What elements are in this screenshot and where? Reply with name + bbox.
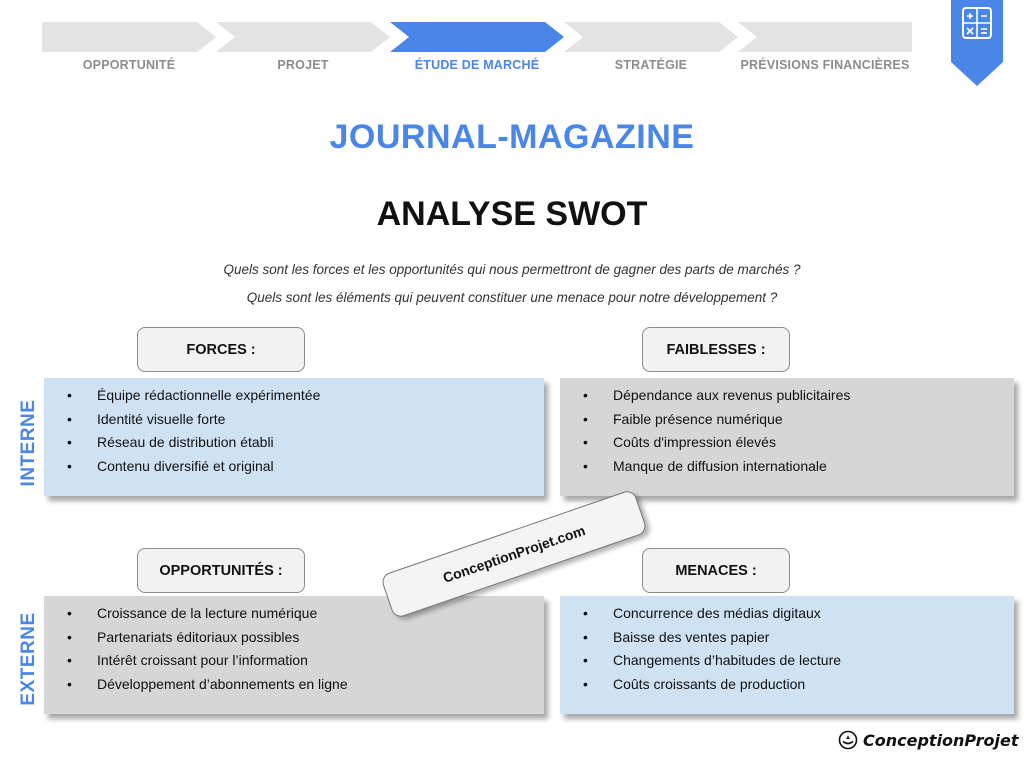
opportunites-box: Croissance de la lecture numérique Parte…: [44, 596, 544, 714]
step-chevron-etude-de-marche: [390, 22, 564, 52]
opportunites-item: Croissance de la lecture numérique: [44, 602, 544, 626]
bookmark-ribbon: [951, 0, 1003, 86]
step-chevron-strategie: [564, 22, 738, 52]
step-label-opportunite: OPPORTUNITÉ: [82, 58, 176, 72]
question-2: Quels sont les éléments qui peuvent cons…: [246, 290, 778, 305]
faiblesses-item: Manque de diffusion internationale: [560, 455, 1014, 479]
step-chevron-projet: [216, 22, 390, 52]
menaces-item: Changements d’habitudes de lecture: [560, 649, 1014, 673]
page-title: JOURNAL-MAGAZINE: [329, 118, 695, 156]
forces-item: Identité visuelle forte: [44, 408, 544, 432]
footer-logo-text: ConceptionProjet: [863, 730, 1019, 750]
menaces-item: Coûts croissants de production: [560, 673, 1014, 697]
menaces-item: Concurrence des médias digitaux: [560, 602, 1014, 626]
faiblesses-box: Dépendance aux revenus publicitaires Fai…: [560, 378, 1014, 496]
forces-item: Équipe rédactionnelle expérimentée: [44, 384, 544, 408]
swot-title: ANALYSE SWOT: [376, 195, 648, 233]
footer-logo: ConceptionProjet: [838, 728, 1019, 752]
question-1: Quels sont les forces et les opportunité…: [223, 262, 801, 277]
forces-header: FORCES :: [137, 327, 305, 372]
step-label-strategie: STRATÉGIE: [614, 58, 688, 72]
progress-steps: OPPORTUNITÉ PROJET ÉTUDE DE MARCHÉ STRAT…: [42, 22, 942, 72]
opportunites-item: Développement d’abonnements en ligne: [44, 673, 544, 697]
menaces-item: Baisse des ventes papier: [560, 626, 1014, 650]
side-label-external: EXTERNE: [18, 612, 39, 706]
faiblesses-header: FAIBLESSES :: [642, 327, 790, 372]
opportunites-item: Intérêt croissant pour l’information: [44, 649, 544, 673]
step-label-previsions-financieres: PRÉVISIONS FINANCIÈRES: [740, 58, 910, 72]
step-chevron-opportunite: [42, 22, 216, 52]
opportunites-header: OPPORTUNITÉS :: [137, 548, 305, 593]
faiblesses-item: Coûts d'impression élevés: [560, 431, 1014, 455]
step-label-etude-de-marche: ÉTUDE DE MARCHÉ: [414, 58, 540, 72]
logo-icon: [838, 730, 858, 750]
side-label-internal: INTERNE: [18, 399, 39, 487]
forces-box: Équipe rédactionnelle expérimentée Ident…: [44, 378, 544, 496]
step-label-projet: PROJET: [277, 58, 329, 72]
calculator-icon: [951, 0, 1003, 86]
forces-item: Réseau de distribution établi: [44, 431, 544, 455]
forces-item: Contenu diversifié et original: [44, 455, 544, 479]
step-chevron-previsions-financieres: [738, 22, 912, 52]
faiblesses-item: Faible présence numérique: [560, 408, 1014, 432]
menaces-header: MENACES :: [642, 548, 790, 593]
menaces-box: Concurrence des médias digitaux Baisse d…: [560, 596, 1014, 714]
opportunites-item: Partenariats éditoriaux possibles: [44, 626, 544, 650]
faiblesses-item: Dépendance aux revenus publicitaires: [560, 384, 1014, 408]
